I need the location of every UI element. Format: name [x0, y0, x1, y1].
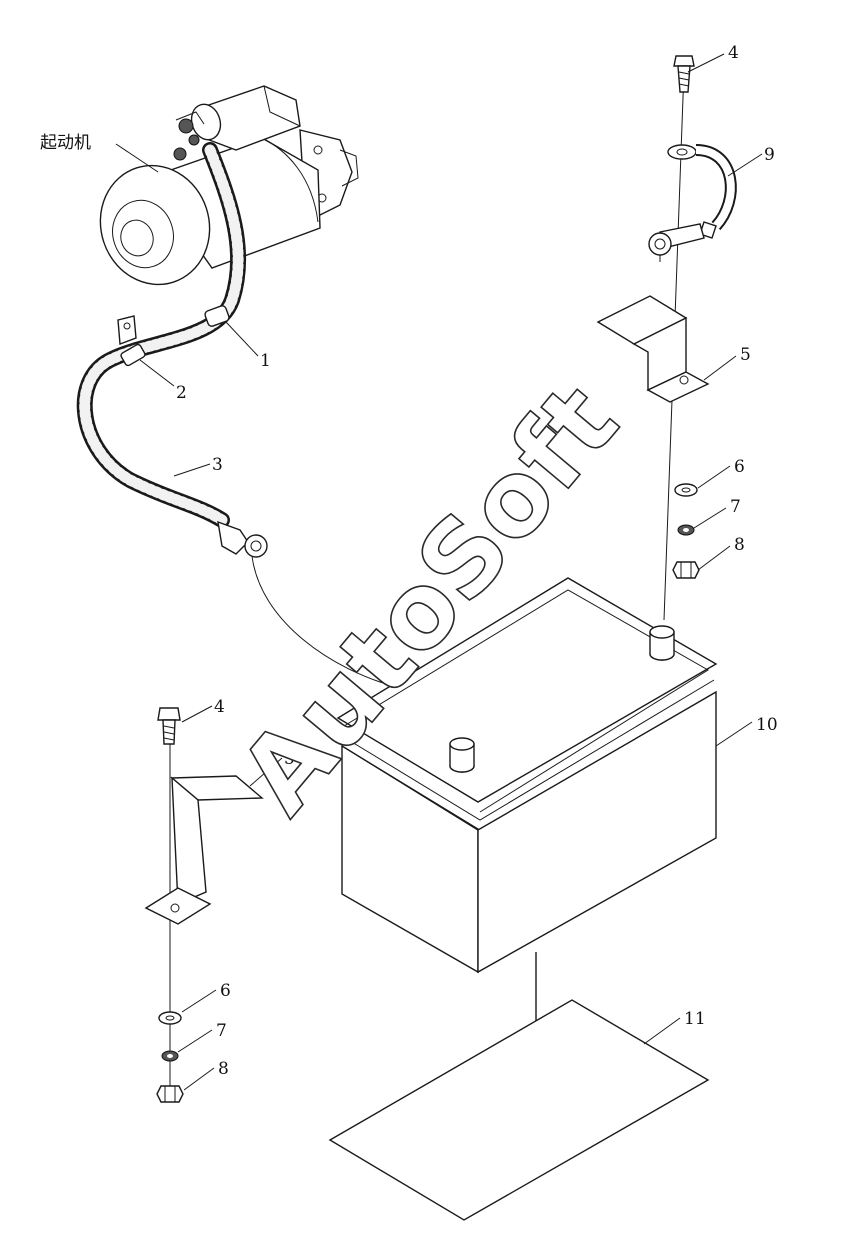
label-4-left: 4 [214, 697, 225, 717]
battery [336, 577, 718, 974]
label-6-right: 6 [734, 457, 745, 477]
label-7-right: 7 [730, 497, 741, 517]
label-3: 3 [212, 455, 223, 475]
left-hardware [144, 707, 264, 1103]
leader-lines [115, 53, 763, 1091]
label-starter: 起动机 [40, 133, 91, 153]
label-8-left: 8 [218, 1059, 229, 1079]
label-8-right: 8 [734, 535, 745, 555]
label-5-left: 5 [284, 749, 295, 769]
label-7-left: 7 [216, 1021, 227, 1041]
right-hardware [596, 55, 737, 621]
label-2: 2 [176, 383, 187, 403]
battery-pad [328, 999, 710, 1221]
label-5-right: 5 [740, 345, 751, 365]
label-11: 11 [684, 1009, 706, 1029]
label-10: 10 [756, 715, 778, 735]
label-4-right: 4 [728, 43, 739, 63]
callout-labels: 起动机 1 2 3 4 9 5 6 7 8 10 4 5 6 7 8 11 [40, 43, 778, 1079]
label-9: 9 [764, 145, 775, 165]
label-6-left: 6 [220, 981, 231, 1001]
starter-cable [76, 142, 463, 741]
label-1: 1 [260, 351, 271, 371]
